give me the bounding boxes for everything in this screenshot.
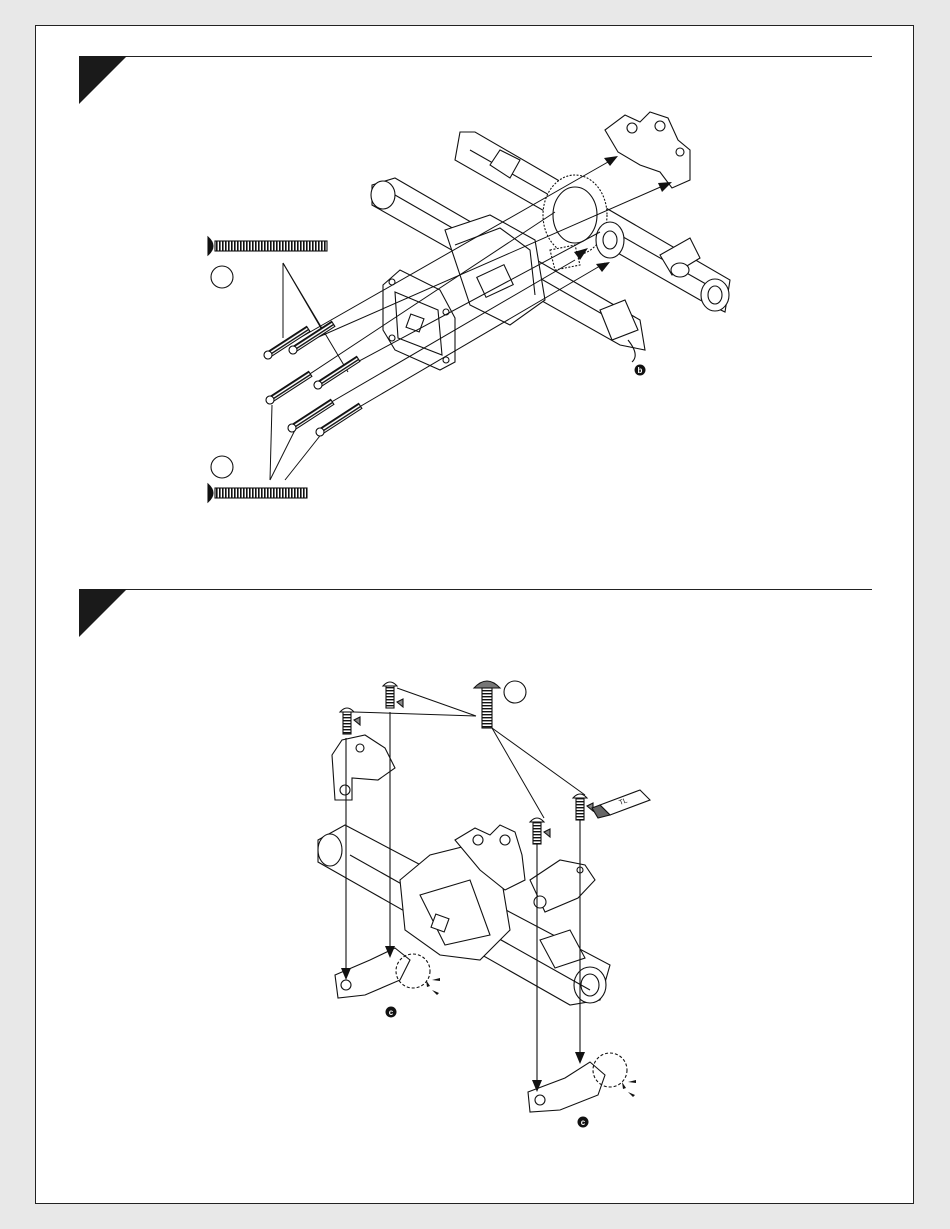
callout-c-right: c <box>578 1117 589 1128</box>
cap-screw-3 <box>530 818 550 844</box>
svg-text:b: b <box>638 366 643 375</box>
cap-screw-2 <box>383 682 403 708</box>
long-screw-upper <box>208 237 327 288</box>
screws-step-1 <box>262 321 362 438</box>
svg-text:c: c <box>389 1008 394 1017</box>
step-2-illustration: TL <box>318 681 650 1112</box>
tube-bracket-right <box>530 860 595 912</box>
axle-cap-upper-left <box>332 735 395 800</box>
step-1-illustration <box>208 112 730 502</box>
long-screw-lower <box>208 456 307 502</box>
reference-screw <box>474 681 526 728</box>
cap-screw-4 <box>573 794 593 820</box>
callout-b: b <box>635 365 646 376</box>
axle-cap-lower-left <box>335 948 430 998</box>
tooth-marks <box>426 978 636 1097</box>
callout-c-left: c <box>386 1007 397 1018</box>
upper-link-mount <box>605 112 690 188</box>
svg-text:c: c <box>581 1118 586 1127</box>
thread-lock-tube: TL <box>592 790 650 818</box>
axle-cap-lower-right <box>528 1053 627 1112</box>
